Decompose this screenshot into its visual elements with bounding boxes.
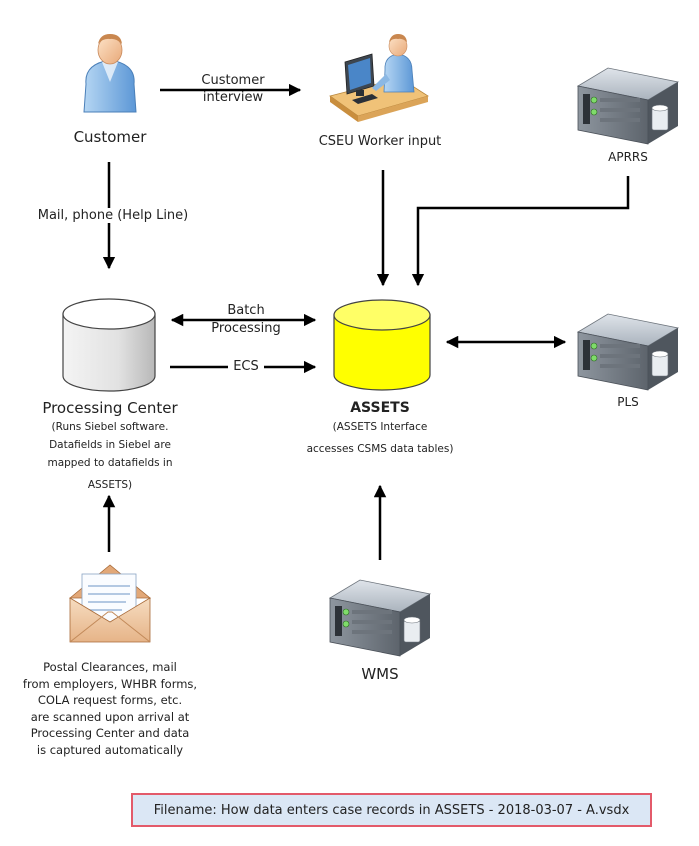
- customer-interview-line-1: Customer: [201, 73, 265, 88]
- mail-caption-line-1: Postal Clearances, mail: [43, 660, 177, 674]
- wms-label: WMS: [361, 665, 399, 683]
- mail-phone-label: Mail, phone (Help Line): [28, 208, 198, 223]
- person-icon: [83, 34, 137, 113]
- processing-center-note-line-4: ASSETS): [87, 479, 133, 491]
- assets-cylinder-top: [333, 299, 431, 331]
- server-icon: [328, 579, 432, 657]
- envelope-icon: [68, 564, 152, 643]
- mail-caption-line-4: are scanned upon arrival at: [30, 709, 190, 724]
- filename-box: Filename: How data enters case records i…: [131, 793, 652, 827]
- processing-center-note: (Runs Siebel software. Datafields in Sie…: [20, 418, 200, 494]
- desk-worker-icon: [329, 34, 429, 122]
- customer-interview-label: Customer interview: [183, 72, 283, 106]
- assets-note: (ASSETS Interface accesses CSMS data tab…: [290, 418, 470, 458]
- processing-center-note-line-1: (Runs Siebel software.: [51, 421, 169, 433]
- assets-note-line-1: (ASSETS Interface: [332, 421, 428, 433]
- customer-label: Customer: [73, 128, 147, 146]
- server-icon: [576, 313, 680, 391]
- assets-note-line-2: accesses CSMS data tables): [306, 443, 454, 455]
- assets-label: ASSETS: [350, 400, 410, 416]
- cseu-worker-label: CSEU Worker input: [318, 134, 442, 149]
- batch-processing-line-2: Processing: [211, 321, 281, 336]
- ecs-label: ECS: [228, 359, 264, 374]
- pls-label: PLS: [617, 395, 639, 409]
- mail-caption-line-6: is captured automatically: [36, 742, 184, 757]
- aprrs-label: APRRS: [608, 150, 648, 164]
- server-icon: [576, 67, 680, 145]
- batch-processing-line-1: Batch: [227, 303, 265, 318]
- assets-cylinder-body: [333, 314, 431, 391]
- mail-caption-line-5: Processing Center and data: [30, 726, 190, 740]
- processing-center-label: Processing Center: [42, 399, 178, 417]
- filename-text: Filename: How data enters case records i…: [153, 802, 630, 818]
- processing-center-note-line-2: Datafields in Siebel are: [49, 439, 171, 451]
- mail-caption: Postal Clearances, mail from employers, …: [10, 659, 210, 758]
- database-icon: [62, 298, 156, 392]
- batch-processing-label: Batch Processing: [196, 302, 296, 338]
- database-icon: [333, 299, 431, 391]
- customer-interview-line-2: interview: [202, 90, 264, 105]
- edge-aprrs-to-assets: [411, 176, 630, 287]
- mail-caption-line-2: from employers, WHBR forms,: [22, 676, 198, 691]
- mail-caption-line-3: COLA request forms, etc.: [37, 693, 183, 707]
- processing-center-note-line-3: mapped to datafields in: [47, 457, 173, 469]
